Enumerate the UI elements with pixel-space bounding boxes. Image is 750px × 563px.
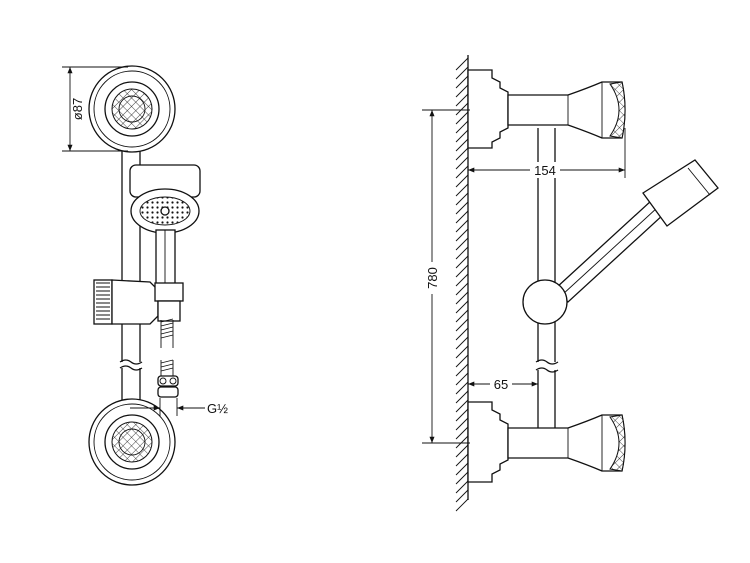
wall-hatch-line	[455, 264, 469, 278]
side-view: 154 780 65	[422, 55, 719, 512]
wall-hatch-line	[455, 201, 469, 215]
top-bracket-front	[88, 65, 176, 153]
projection-label: 154	[534, 163, 556, 178]
hose-front	[157, 318, 179, 398]
wall-hatch-line	[455, 93, 469, 107]
wall-hatch-line	[455, 300, 469, 314]
wall-hatch-line	[455, 129, 469, 143]
wall-hatch-line	[455, 345, 469, 359]
wall-hatch-line	[455, 417, 469, 431]
wall-hatch-line	[455, 291, 469, 305]
wall-hatch-line	[455, 318, 469, 332]
wall-hatch-line	[455, 147, 469, 161]
wall-hatch-line	[455, 426, 469, 440]
wall-hatch-line	[455, 336, 469, 350]
wall-hatch-line	[455, 237, 469, 251]
wall-hatch-line	[455, 399, 469, 413]
wall-hatch-line	[455, 489, 469, 503]
wall-hatch-line	[455, 120, 469, 134]
projection-dimension: 154	[468, 128, 626, 178]
wall-hatch-line	[455, 354, 469, 368]
wall-hatch-line	[455, 381, 469, 395]
wall-hatch-line	[455, 219, 469, 233]
wall-hatch-line	[455, 246, 469, 260]
wall-hatch-line	[455, 453, 469, 467]
length-dimension: 780	[422, 109, 470, 444]
handshower-front	[129, 164, 201, 285]
wall-hatch-line	[455, 435, 469, 449]
offset-dimension: 65	[468, 372, 539, 394]
diameter-label: ø87	[70, 98, 85, 120]
thread-label: G½	[207, 401, 228, 416]
thread-dimension: G½	[130, 398, 228, 416]
handshower-side	[522, 159, 719, 325]
wall-hatch-line	[455, 480, 469, 494]
wall-hatch-line	[455, 390, 469, 404]
wall-hatch-line	[455, 192, 469, 206]
wall-hatch-line	[455, 57, 469, 71]
wall-hatch-line	[455, 66, 469, 80]
wall-hatch-line	[455, 363, 469, 377]
wall-hatch-line	[455, 462, 469, 476]
wall-hatch-line	[455, 471, 469, 485]
wall-hatch-line	[455, 309, 469, 323]
diameter-dimension: ø87	[62, 66, 128, 152]
bottom-bracket-front	[88, 398, 176, 486]
wall-hatch-line	[455, 183, 469, 197]
wall-hatch-line	[455, 75, 469, 89]
wall-hatch-line	[455, 372, 469, 386]
wall-hatch-line	[455, 444, 469, 458]
wall-hatch-line	[455, 174, 469, 188]
offset-label: 65	[494, 377, 508, 392]
wall-hatch-line	[455, 255, 469, 269]
wall-hatch-line	[455, 498, 469, 512]
front-view: ø87 G½	[62, 65, 228, 486]
wall-hatch-line	[455, 84, 469, 98]
wall-hatch-line	[455, 111, 469, 125]
wall-hatch-line	[455, 102, 469, 116]
wall-hatch-line	[455, 156, 469, 170]
bottom-bracket-side	[467, 401, 626, 483]
wall-hatch-line	[455, 228, 469, 242]
slider-holder-front	[93, 279, 184, 325]
top-bracket-side	[467, 69, 626, 149]
wall-hatch-line	[455, 165, 469, 179]
length-label: 780	[425, 267, 440, 289]
wall-hatch-line	[455, 273, 469, 287]
wall-hatch-line	[455, 210, 469, 224]
wall-hatch-line	[455, 138, 469, 152]
wall-hatch-line	[455, 282, 469, 296]
wall-hatch-line	[455, 327, 469, 341]
wall-hatch-line	[455, 408, 469, 422]
